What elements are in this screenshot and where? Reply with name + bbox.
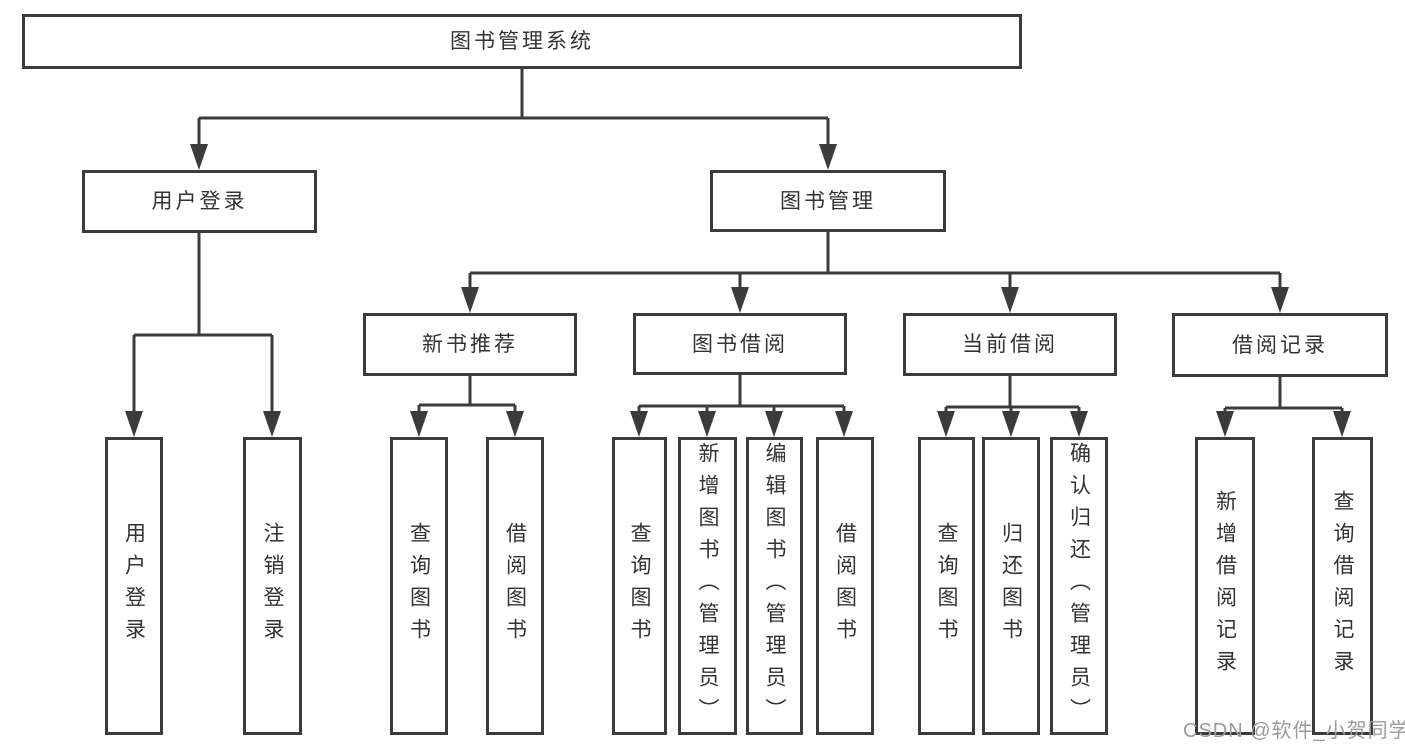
leaf-add-book-admin-label: 新增图书（管理员） xyxy=(696,442,719,730)
arrowhead-leaf-logout xyxy=(263,411,281,437)
leaf-confirm-return-admin-label: 确认归还（管理员） xyxy=(1067,442,1091,730)
node-book-borrow: 图书借阅 xyxy=(633,313,847,375)
arrowhead-edit-book xyxy=(765,411,783,437)
node-book-management-label: 图书管理 xyxy=(780,189,876,213)
csdn-watermark: CSDN @软件_小贺同学 xyxy=(1183,720,1405,742)
arrowhead-query-books-1 xyxy=(410,411,428,437)
leaf-query-books-2-label: 查询图书 xyxy=(628,522,651,650)
arrowhead-query-record xyxy=(1333,411,1351,437)
node-new-book-recommend: 新书推荐 xyxy=(363,313,577,376)
arrowhead-confirm-return xyxy=(1070,411,1088,437)
arrowhead-query-books-3 xyxy=(937,411,955,437)
arrowhead-book-management xyxy=(819,144,837,170)
node-book-management: 图书管理 xyxy=(710,170,946,232)
leaf-user-login-label: 用户登录 xyxy=(122,522,146,650)
leaf-add-borrow-record: 新增借阅记录 xyxy=(1195,437,1255,735)
leaf-add-book-admin: 新增图书（管理员） xyxy=(678,437,737,735)
leaf-return-books: 归还图书 xyxy=(982,437,1040,735)
arrowhead-borrow-records xyxy=(1271,287,1289,313)
connector-records-to-leaves xyxy=(1223,377,1344,417)
node-library-system-label: 图书管理系统 xyxy=(450,30,594,53)
node-borrow-records: 借阅记录 xyxy=(1172,313,1388,377)
leaf-query-books-1: 查询图书 xyxy=(390,437,448,735)
connector-bookborrow-to-leaves xyxy=(637,375,846,417)
connector-mgmt-to-level2 xyxy=(468,232,1282,293)
node-book-borrow-label: 图书借阅 xyxy=(692,332,788,356)
connector-newbook-to-leaves xyxy=(417,376,517,417)
node-user-login-label: 用户登录 xyxy=(151,190,248,213)
leaf-query-books-3-label: 查询图书 xyxy=(935,522,958,650)
leaf-edit-book-admin-label: 编辑图书（管理员） xyxy=(763,442,786,730)
leaf-logout: 注销登录 xyxy=(243,437,302,735)
arrowhead-leaf-user-login xyxy=(125,411,143,437)
arrowhead-add-book xyxy=(698,411,716,437)
leaf-query-books-2: 查询图书 xyxy=(612,437,667,735)
connector-current-to-leaves xyxy=(944,376,1081,417)
node-current-borrow: 当前借阅 xyxy=(903,313,1117,376)
leaf-query-books-1-label: 查询图书 xyxy=(407,522,431,650)
leaf-return-books-label: 归还图书 xyxy=(999,522,1023,650)
arrowhead-current-borrow xyxy=(1001,287,1019,313)
connector-root-to-level1 xyxy=(197,69,830,150)
arrowhead-add-record xyxy=(1216,411,1234,437)
arrowhead-user-login xyxy=(190,144,208,170)
arrowhead-book-borrow xyxy=(731,287,749,313)
arrowhead-borrow-books-1 xyxy=(506,411,524,437)
leaf-borrow-books-1-label: 借阅图书 xyxy=(503,522,527,650)
leaf-query-borrow-record: 查询借阅记录 xyxy=(1312,437,1373,735)
arrowhead-return-books xyxy=(1002,411,1020,437)
leaf-user-login: 用户登录 xyxy=(105,437,163,735)
leaf-confirm-return-admin: 确认归还（管理员） xyxy=(1050,437,1108,735)
arrowhead-query-books-2 xyxy=(630,411,648,437)
node-library-system: 图书管理系统 xyxy=(22,14,1022,69)
node-current-borrow-label: 当前借阅 xyxy=(962,333,1058,356)
leaf-borrow-books-2: 借阅图书 xyxy=(816,437,874,735)
leaf-add-borrow-record-label: 新增借阅记录 xyxy=(1213,490,1237,682)
node-user-login: 用户登录 xyxy=(82,170,317,233)
leaf-logout-label: 注销登录 xyxy=(261,522,284,650)
leaf-query-books-3: 查询图书 xyxy=(918,437,975,735)
connector-login-to-leaves xyxy=(132,233,274,417)
leaf-query-borrow-record-label: 查询借阅记录 xyxy=(1331,490,1354,682)
arrowhead-borrow-books-2 xyxy=(835,411,853,437)
leaf-borrow-books-1: 借阅图书 xyxy=(486,437,544,735)
leaf-borrow-books-2-label: 借阅图书 xyxy=(833,522,857,650)
node-borrow-records-label: 借阅记录 xyxy=(1232,333,1328,357)
node-new-book-recommend-label: 新书推荐 xyxy=(422,333,518,356)
arrowhead-new-book xyxy=(461,287,479,313)
leaf-edit-book-admin: 编辑图书（管理员） xyxy=(746,437,803,735)
